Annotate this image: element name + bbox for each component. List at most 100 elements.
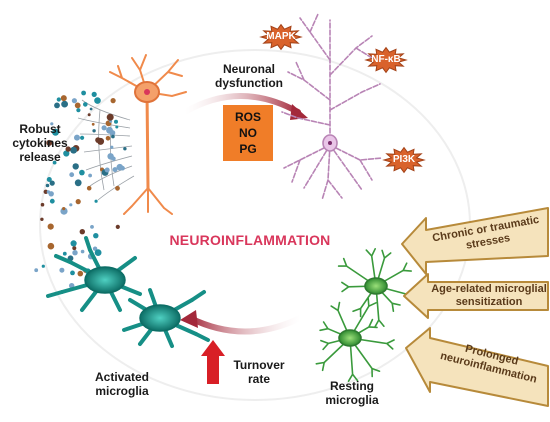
cytokine-dot bbox=[115, 185, 120, 191]
cytokine-dot bbox=[83, 102, 88, 107]
mediator-pg: PG bbox=[239, 142, 257, 156]
cytokine-dot bbox=[115, 224, 120, 229]
cytokine-dot bbox=[34, 268, 39, 273]
cytokine-dot bbox=[70, 146, 77, 154]
cytokine-dot bbox=[65, 146, 71, 152]
cytokine-dot bbox=[71, 98, 77, 104]
cytokine-dot bbox=[94, 249, 102, 256]
cytokine-dot bbox=[61, 100, 68, 108]
cytokine-dot bbox=[56, 97, 61, 102]
cytokine-dot bbox=[110, 145, 114, 149]
cytokine-dot bbox=[70, 270, 75, 276]
cytokine-dot bbox=[81, 90, 86, 96]
factor-arrow-3 bbox=[405, 327, 549, 407]
cytokine-dot bbox=[116, 163, 124, 171]
label-neuronal-dysfunction: Neuronal dysfunction bbox=[215, 62, 283, 90]
cytokine-dot bbox=[111, 134, 115, 139]
cytokine-dot bbox=[114, 119, 118, 124]
cytokine-dot bbox=[91, 122, 95, 126]
cytokine-dot bbox=[60, 95, 67, 102]
cytokine-dot bbox=[46, 139, 53, 146]
factor-arrow-2-label: Age-related microglial sensitization bbox=[431, 283, 547, 308]
cytokine-dot bbox=[75, 199, 81, 205]
cytokine-dot bbox=[89, 107, 93, 111]
cytokine-dot bbox=[91, 91, 97, 97]
cytokine-dot bbox=[41, 264, 45, 268]
cytokine-dot bbox=[86, 185, 92, 191]
mediator-no: NO bbox=[239, 126, 257, 140]
badge-nfkb-label: NF-κB bbox=[371, 54, 401, 65]
cytokine-dot bbox=[62, 251, 67, 256]
cytokine-dot bbox=[95, 137, 101, 143]
label-resting-microglia: Resting microglia bbox=[325, 379, 379, 407]
cytokine-dot bbox=[101, 125, 107, 131]
cytokine-dot bbox=[49, 180, 55, 186]
mediator-box: ROS NO PG bbox=[223, 105, 273, 161]
cytokine-dot bbox=[69, 203, 73, 207]
mapk-badge-icon bbox=[259, 23, 303, 51]
cytokine-dot bbox=[94, 97, 101, 104]
cytokine-dot bbox=[123, 147, 127, 151]
mediator-ros: ROS bbox=[234, 110, 261, 124]
badge-pi3k-label: PI3K bbox=[392, 154, 416, 165]
badge-mapk-label: MAPK bbox=[266, 31, 296, 42]
cytokine-dot bbox=[93, 233, 99, 239]
cytokine-dot bbox=[115, 125, 119, 129]
cytokine-dot bbox=[92, 129, 96, 133]
cytokine-particles bbox=[34, 90, 127, 289]
cytokine-dot bbox=[40, 217, 44, 221]
center-title: NEUROINFLAMMATION bbox=[169, 232, 331, 248]
cytokine-dot bbox=[80, 135, 85, 140]
cytokine-dot bbox=[46, 177, 52, 182]
cytokine-dot bbox=[106, 113, 114, 121]
cytokine-dot bbox=[43, 189, 48, 194]
factor-arrow-1 bbox=[401, 207, 549, 275]
label-activated-microglia: Activated microglia bbox=[94, 370, 150, 398]
cytokine-dot bbox=[47, 223, 54, 230]
cytokine-dot bbox=[72, 250, 78, 256]
cytokine-dot bbox=[60, 207, 68, 215]
nfkb-badge-icon bbox=[364, 46, 408, 74]
cytokine-dot bbox=[62, 207, 66, 211]
factor-arrow-2 bbox=[403, 273, 549, 319]
cytokine-dot bbox=[40, 202, 45, 207]
resting-microglia-icon bbox=[315, 248, 420, 382]
cytokine-dot bbox=[63, 150, 70, 157]
cytokine-dot bbox=[109, 130, 116, 136]
cytokine-dot bbox=[74, 179, 82, 187]
cytokine-dot bbox=[107, 153, 114, 160]
cytokine-dot bbox=[79, 169, 85, 176]
cytokine-dot bbox=[88, 173, 92, 178]
activated-microglia-icon bbox=[46, 236, 210, 348]
cytokine-dot bbox=[49, 198, 55, 204]
cytokine-dot bbox=[79, 229, 86, 235]
healthy-neuron-icon bbox=[109, 54, 187, 215]
cytokine-dot bbox=[46, 190, 51, 194]
cytokine-dot bbox=[69, 172, 75, 178]
cytokine-dot bbox=[90, 225, 94, 229]
cytokine-dot bbox=[80, 249, 85, 254]
cytokine-dot bbox=[72, 246, 77, 251]
turnover-arrow-icon bbox=[201, 340, 225, 384]
label-turnover-rate: Turnover rate bbox=[233, 358, 285, 386]
cytokine-web bbox=[77, 99, 135, 201]
cytokine-dot bbox=[77, 270, 84, 277]
cytokine-dot bbox=[94, 199, 98, 203]
cytokine-dot bbox=[52, 160, 57, 165]
pi3k-badge-icon bbox=[382, 146, 426, 174]
cytokine-dot bbox=[59, 267, 65, 273]
cytokine-dot bbox=[70, 240, 77, 247]
cytokine-dot bbox=[50, 122, 54, 126]
cytokine-dot bbox=[45, 183, 50, 188]
cytokine-dot bbox=[47, 242, 55, 250]
cytokine-dot bbox=[52, 128, 59, 136]
cytokine-dot bbox=[74, 102, 81, 109]
cytokine-dot bbox=[54, 102, 60, 109]
damaged-neuron-icon bbox=[281, 13, 383, 201]
cytokine-dot bbox=[110, 98, 116, 104]
cytokine-dot bbox=[74, 134, 80, 141]
cytokine-dot bbox=[72, 163, 79, 170]
cytokine-dot bbox=[87, 113, 91, 117]
